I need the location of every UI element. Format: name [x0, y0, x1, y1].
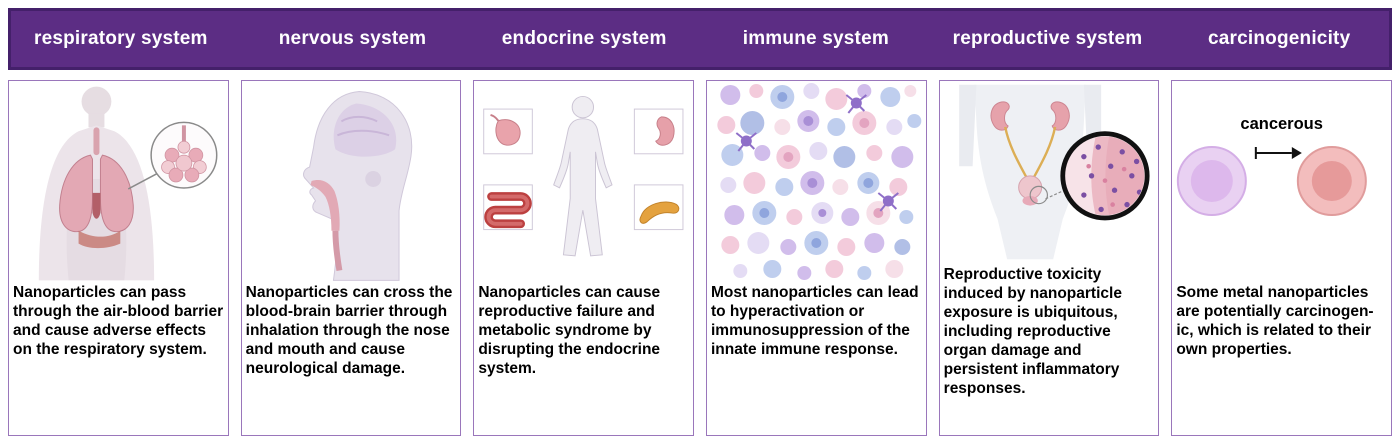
cards-row: Nanoparticles can pass through the air-b… [8, 80, 1392, 436]
stomach-icon [483, 108, 534, 155]
carcinogenicity-illustration: cancerous [1172, 81, 1391, 281]
card-text-endocrine: Nanoparticles can cause reproductive fai… [478, 284, 661, 378]
lungs-icon [59, 127, 134, 249]
card-immune: Most nanoparticles can lead to hyperacti… [706, 80, 927, 436]
immune-illustration [707, 81, 926, 281]
header-nervous-system: nervous system [278, 28, 427, 49]
alveoli-magnifier-icon [127, 121, 218, 190]
card-text-carcinogenicity: Some metal nanoparticles are potentially… [1176, 284, 1374, 359]
header-bar: respiratory system nervous system endocr… [8, 8, 1392, 70]
card-respiratory: Nanoparticles can pass through the air-b… [8, 80, 229, 436]
card-endocrine: Nanoparticles can cause reproductive fai… [473, 80, 694, 436]
immune-cells-icon [717, 83, 922, 280]
cancer-cells-icon [1177, 146, 1368, 216]
reproductive-illustration [940, 81, 1159, 263]
respiratory-illustration [9, 81, 228, 281]
ureters-bladder-icon [1003, 126, 1067, 206]
mapsto-arrow-icon [1255, 147, 1303, 159]
header-carcinogenicity: carcinogenicity [1207, 28, 1351, 49]
card-text-respiratory: Nanoparticles can pass through the air-b… [13, 284, 224, 359]
immune-cell-nuclei-icon [759, 92, 884, 248]
card-text-immune: Most nanoparticles can lead to hyperacti… [711, 284, 919, 359]
normal-cell-icon [1177, 146, 1248, 216]
card-text-nervous: Nanoparticles can cross the blood-brain … [245, 284, 453, 378]
header-immune-system: immune system [742, 28, 889, 49]
header-endocrine-system: endocrine system [501, 28, 667, 49]
body-outline-icon [553, 95, 613, 257]
kidney-icon [634, 108, 684, 155]
nasal-airway-icon [310, 180, 343, 271]
torso-icon [38, 86, 155, 281]
dendritic-cells-icon [735, 94, 899, 212]
cancerous-label: cancerous [1240, 115, 1323, 133]
reproductive-illustration-icon [958, 84, 1150, 260]
endocrine-illustration [474, 81, 693, 281]
header-respiratory-system: respiratory system [34, 28, 208, 49]
endocrine-illustration-icon [483, 95, 684, 257]
cancer-cell-icon [1297, 146, 1368, 216]
card-carcinogenicity: cancerous Some metal nanoparticles are p… [1171, 80, 1392, 436]
header-reproductive-system: reproductive system [952, 28, 1143, 49]
intestine-icon [483, 184, 534, 231]
respiratory-illustration-icon [38, 86, 218, 281]
pancreas-icon [634, 184, 684, 231]
kidneys-icon [990, 101, 1070, 131]
immune-cell-field-icon [717, 83, 922, 280]
card-reproductive: Reproductive toxicity induced by nanopar… [938, 80, 1160, 436]
brain-icon [333, 103, 396, 157]
card-text-reproductive: Reproductive toxicity induced by nanopar… [943, 266, 1122, 398]
nervous-illustration-icon [302, 91, 412, 281]
nervous-illustration [242, 81, 461, 281]
tissue-magnifier-icon [1060, 131, 1150, 221]
card-nervous: Nanoparticles can cross the blood-brain … [240, 80, 462, 436]
